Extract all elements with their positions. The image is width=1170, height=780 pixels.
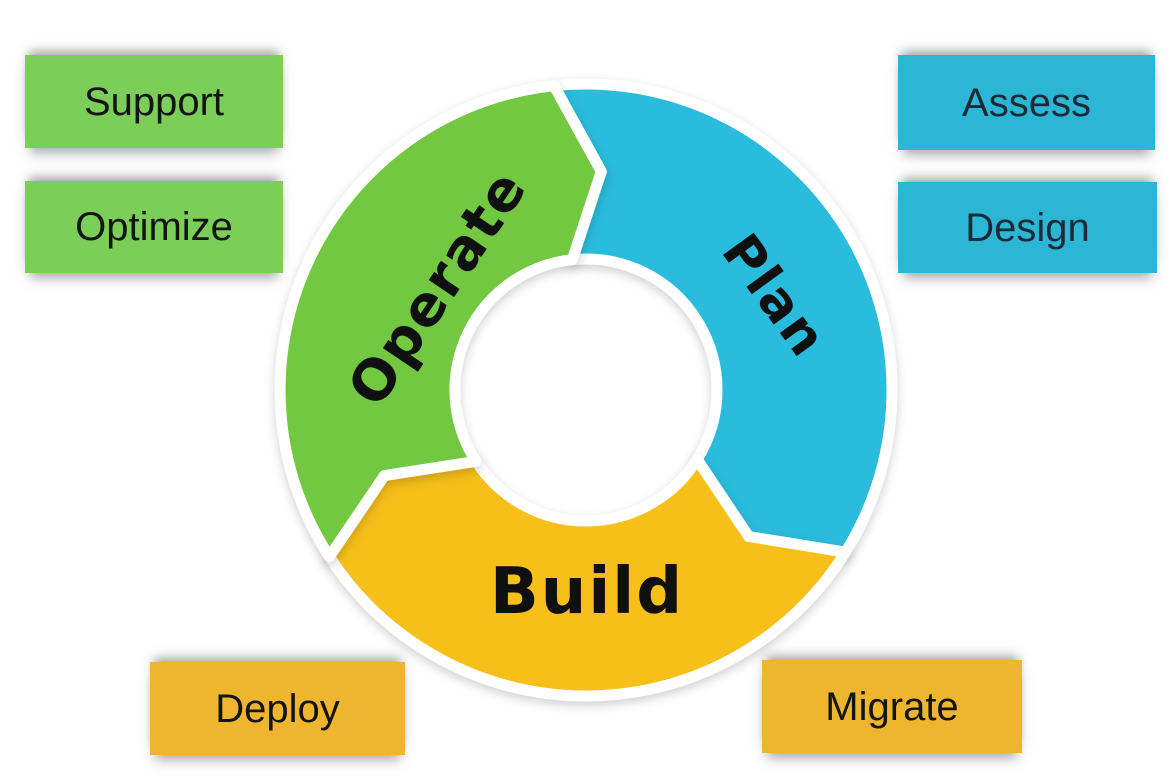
design-box: Design <box>898 182 1157 273</box>
support-box: Support <box>25 55 283 148</box>
design-label: Design <box>965 205 1090 250</box>
support-label: Support <box>83 79 225 124</box>
segment-plan <box>548 78 898 558</box>
assess-box: Assess <box>898 55 1155 150</box>
segment-operate <box>274 80 607 563</box>
deploy-box: Deploy <box>150 662 405 755</box>
migrate-box: Migrate <box>762 660 1022 753</box>
optimize-label: Optimize <box>75 205 233 249</box>
migrate-label: Migrate <box>825 684 959 729</box>
deploy-label: Deploy <box>215 686 340 731</box>
optimize-box: Optimize <box>25 181 283 273</box>
segment-build <box>323 453 851 702</box>
assess-label: Assess <box>962 80 1091 125</box>
segment-label-build: Build <box>490 555 684 629</box>
